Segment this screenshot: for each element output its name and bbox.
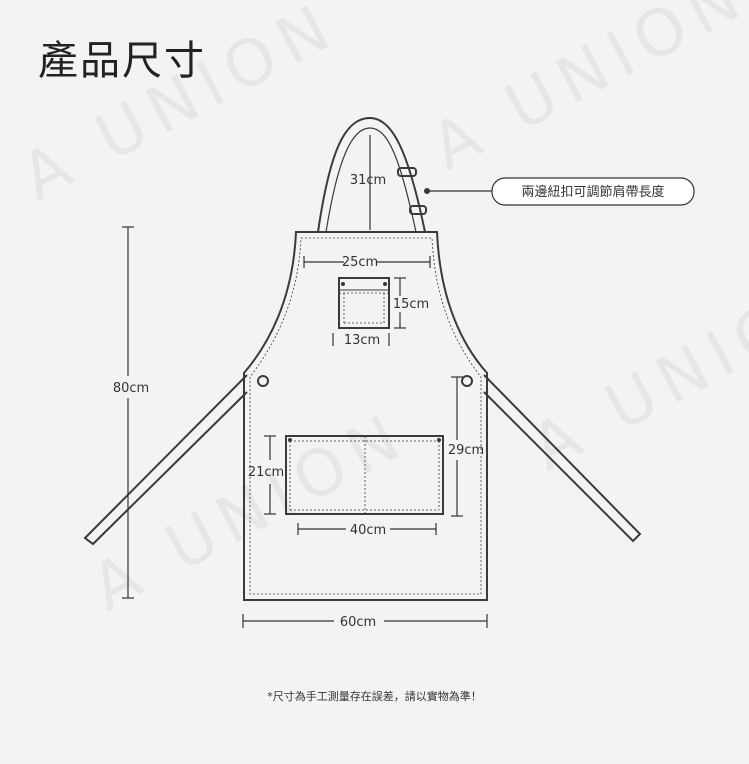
dim-strap: 31cm	[350, 173, 386, 188]
dim-length: 80cm	[113, 381, 149, 396]
measurement-note: *尺寸為手工測量存在誤差，請以實物為準！	[267, 690, 482, 703]
chest-pocket	[338, 277, 390, 329]
apron-outline	[243, 231, 488, 601]
page-title: 產品尺寸	[38, 38, 206, 84]
dim-pocket-w: 40cm	[350, 523, 386, 538]
waist-tie-right	[483, 374, 642, 543]
strap-buckle-bottom	[409, 205, 427, 215]
callout-box	[491, 177, 695, 206]
waist-tie-left	[83, 374, 248, 546]
callout-text: 兩邊紐扣可調節肩帶長度	[521, 184, 664, 200]
dim-side-height: 29cm	[448, 443, 484, 458]
dim-pocket-h: 21cm	[248, 465, 284, 480]
front-pocket	[285, 435, 444, 515]
dim-bib-width: 25cm	[342, 255, 378, 270]
grommet-right	[461, 375, 473, 387]
dim-chest-pocket-w: 13cm	[344, 333, 380, 348]
grommet-left	[257, 375, 269, 387]
strap-buckle-top	[397, 167, 417, 177]
apron-stitch	[249, 237, 482, 595]
dim-width: 60cm	[340, 615, 376, 630]
dim-chest-pocket-h: 15cm	[393, 297, 429, 312]
neck-strap	[317, 116, 426, 233]
